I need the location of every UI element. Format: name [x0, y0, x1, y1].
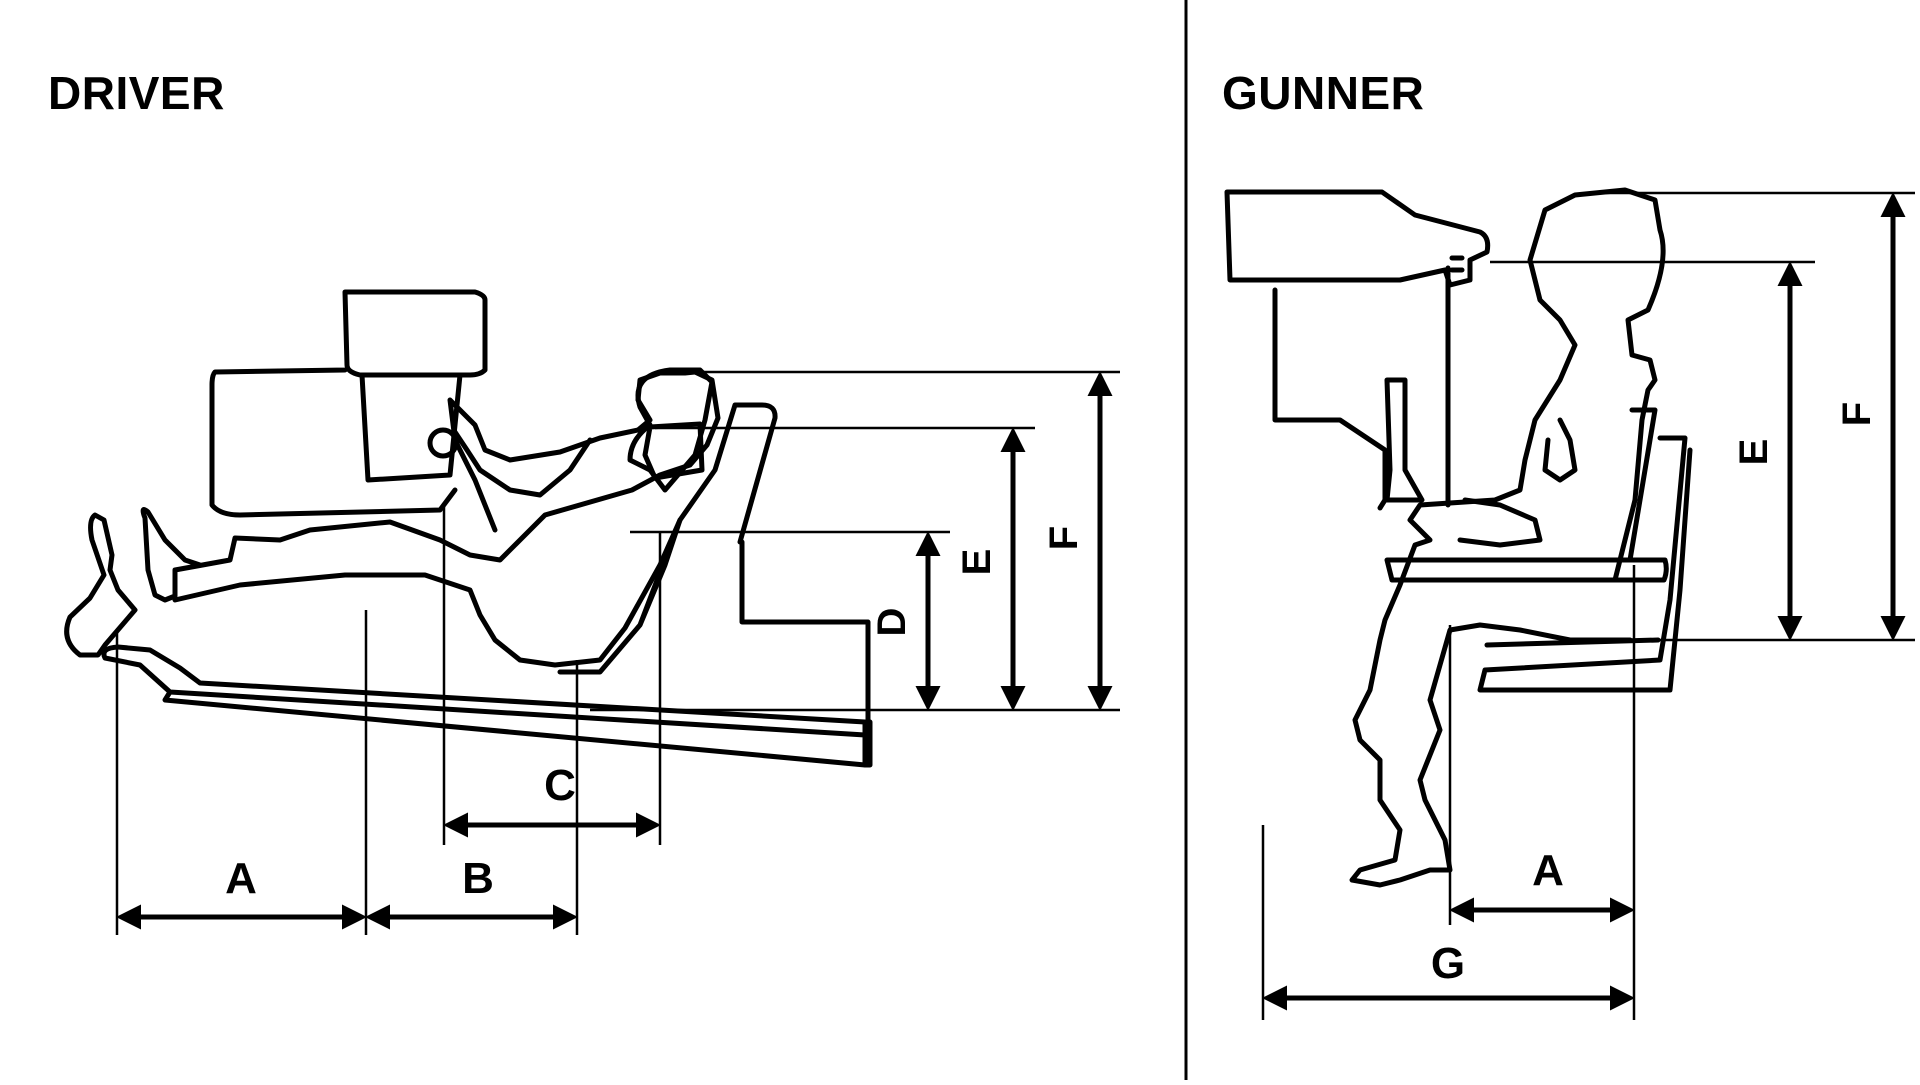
driver-illustration: A B C D E F	[64, 289, 1120, 935]
driver-panel-title: DRIVER	[48, 67, 225, 119]
driver-label-e: E	[955, 549, 999, 576]
gunner-overhead-box	[1272, 287, 1388, 511]
gunner-label-e: E	[1732, 439, 1776, 466]
gunner-body	[1349, 187, 1666, 888]
gunner-control-stick	[1384, 265, 1451, 508]
driver-label-a: A	[225, 854, 257, 903]
driver-hull	[101, 644, 873, 768]
driver-label-d: D	[870, 608, 914, 637]
gunner-arm	[1457, 417, 1578, 548]
driver-console	[209, 289, 488, 518]
driver-pedal	[64, 512, 138, 658]
gunner-desk	[1384, 557, 1669, 583]
gunner-label-f: F	[1835, 402, 1879, 426]
gunner-panel-title: GUNNER	[1222, 67, 1425, 119]
driver-seat-block	[739, 539, 871, 725]
gunner-label-a: A	[1532, 846, 1564, 895]
gunner-label-g: G	[1431, 939, 1465, 988]
driver-label-b: B	[462, 854, 494, 903]
driver-label-c: C	[544, 761, 576, 810]
driver-goggles	[642, 421, 705, 481]
gunner-illustration: A G E F	[1224, 187, 1915, 1020]
driver-label-f: F	[1042, 526, 1086, 550]
gunner-seat	[1477, 407, 1693, 693]
driver-body	[140, 369, 721, 668]
driver-seat	[557, 402, 778, 675]
